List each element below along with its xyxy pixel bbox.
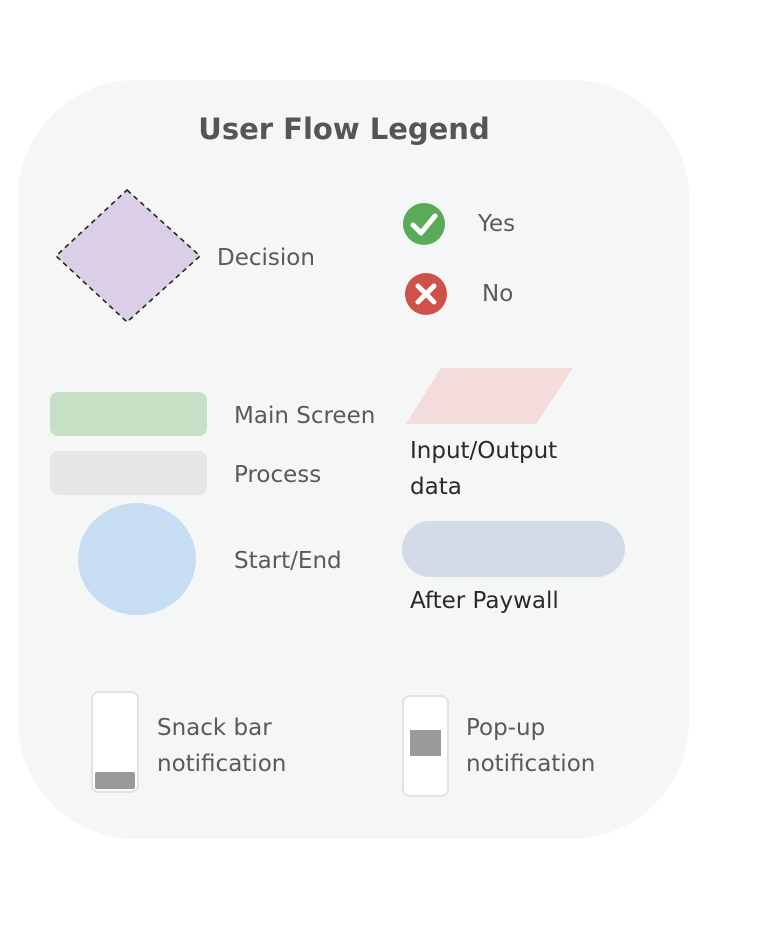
- snack-bar-label-line1: Snack bar: [157, 715, 272, 741]
- popup-phone-icon: [402, 695, 449, 797]
- input-output-label-line2: data: [410, 474, 462, 500]
- yes-label: Yes: [478, 211, 516, 237]
- main-screen-label: Main Screen: [234, 403, 376, 429]
- process-label: Process: [234, 462, 322, 488]
- snack-bar-icon: [95, 772, 135, 789]
- after-paywall-label: After Paywall: [410, 588, 559, 614]
- input-output-shape: [406, 368, 573, 424]
- decision-label: Decision: [217, 245, 315, 271]
- popup-label-line1: Pop-up: [466, 715, 546, 741]
- main-screen-shape: [50, 392, 207, 436]
- process-shape: [50, 451, 207, 495]
- start-end-label: Start/End: [234, 548, 342, 574]
- start-end-shape: [78, 503, 196, 615]
- input-output-label-line1: Input/Output: [410, 438, 558, 464]
- legend-title: User Flow Legend: [198, 112, 490, 146]
- x-circle-icon: [405, 273, 447, 315]
- popup-icon: [410, 730, 441, 756]
- after-paywall-shape: [402, 521, 625, 577]
- check-circle-icon: [403, 203, 445, 245]
- snack-bar-phone-icon: [91, 691, 139, 793]
- decision-diamond-shape: [54, 188, 202, 324]
- no-label: No: [482, 281, 514, 307]
- popup-label-line2: notification: [466, 751, 596, 777]
- snack-bar-label-line2: notification: [157, 751, 287, 777]
